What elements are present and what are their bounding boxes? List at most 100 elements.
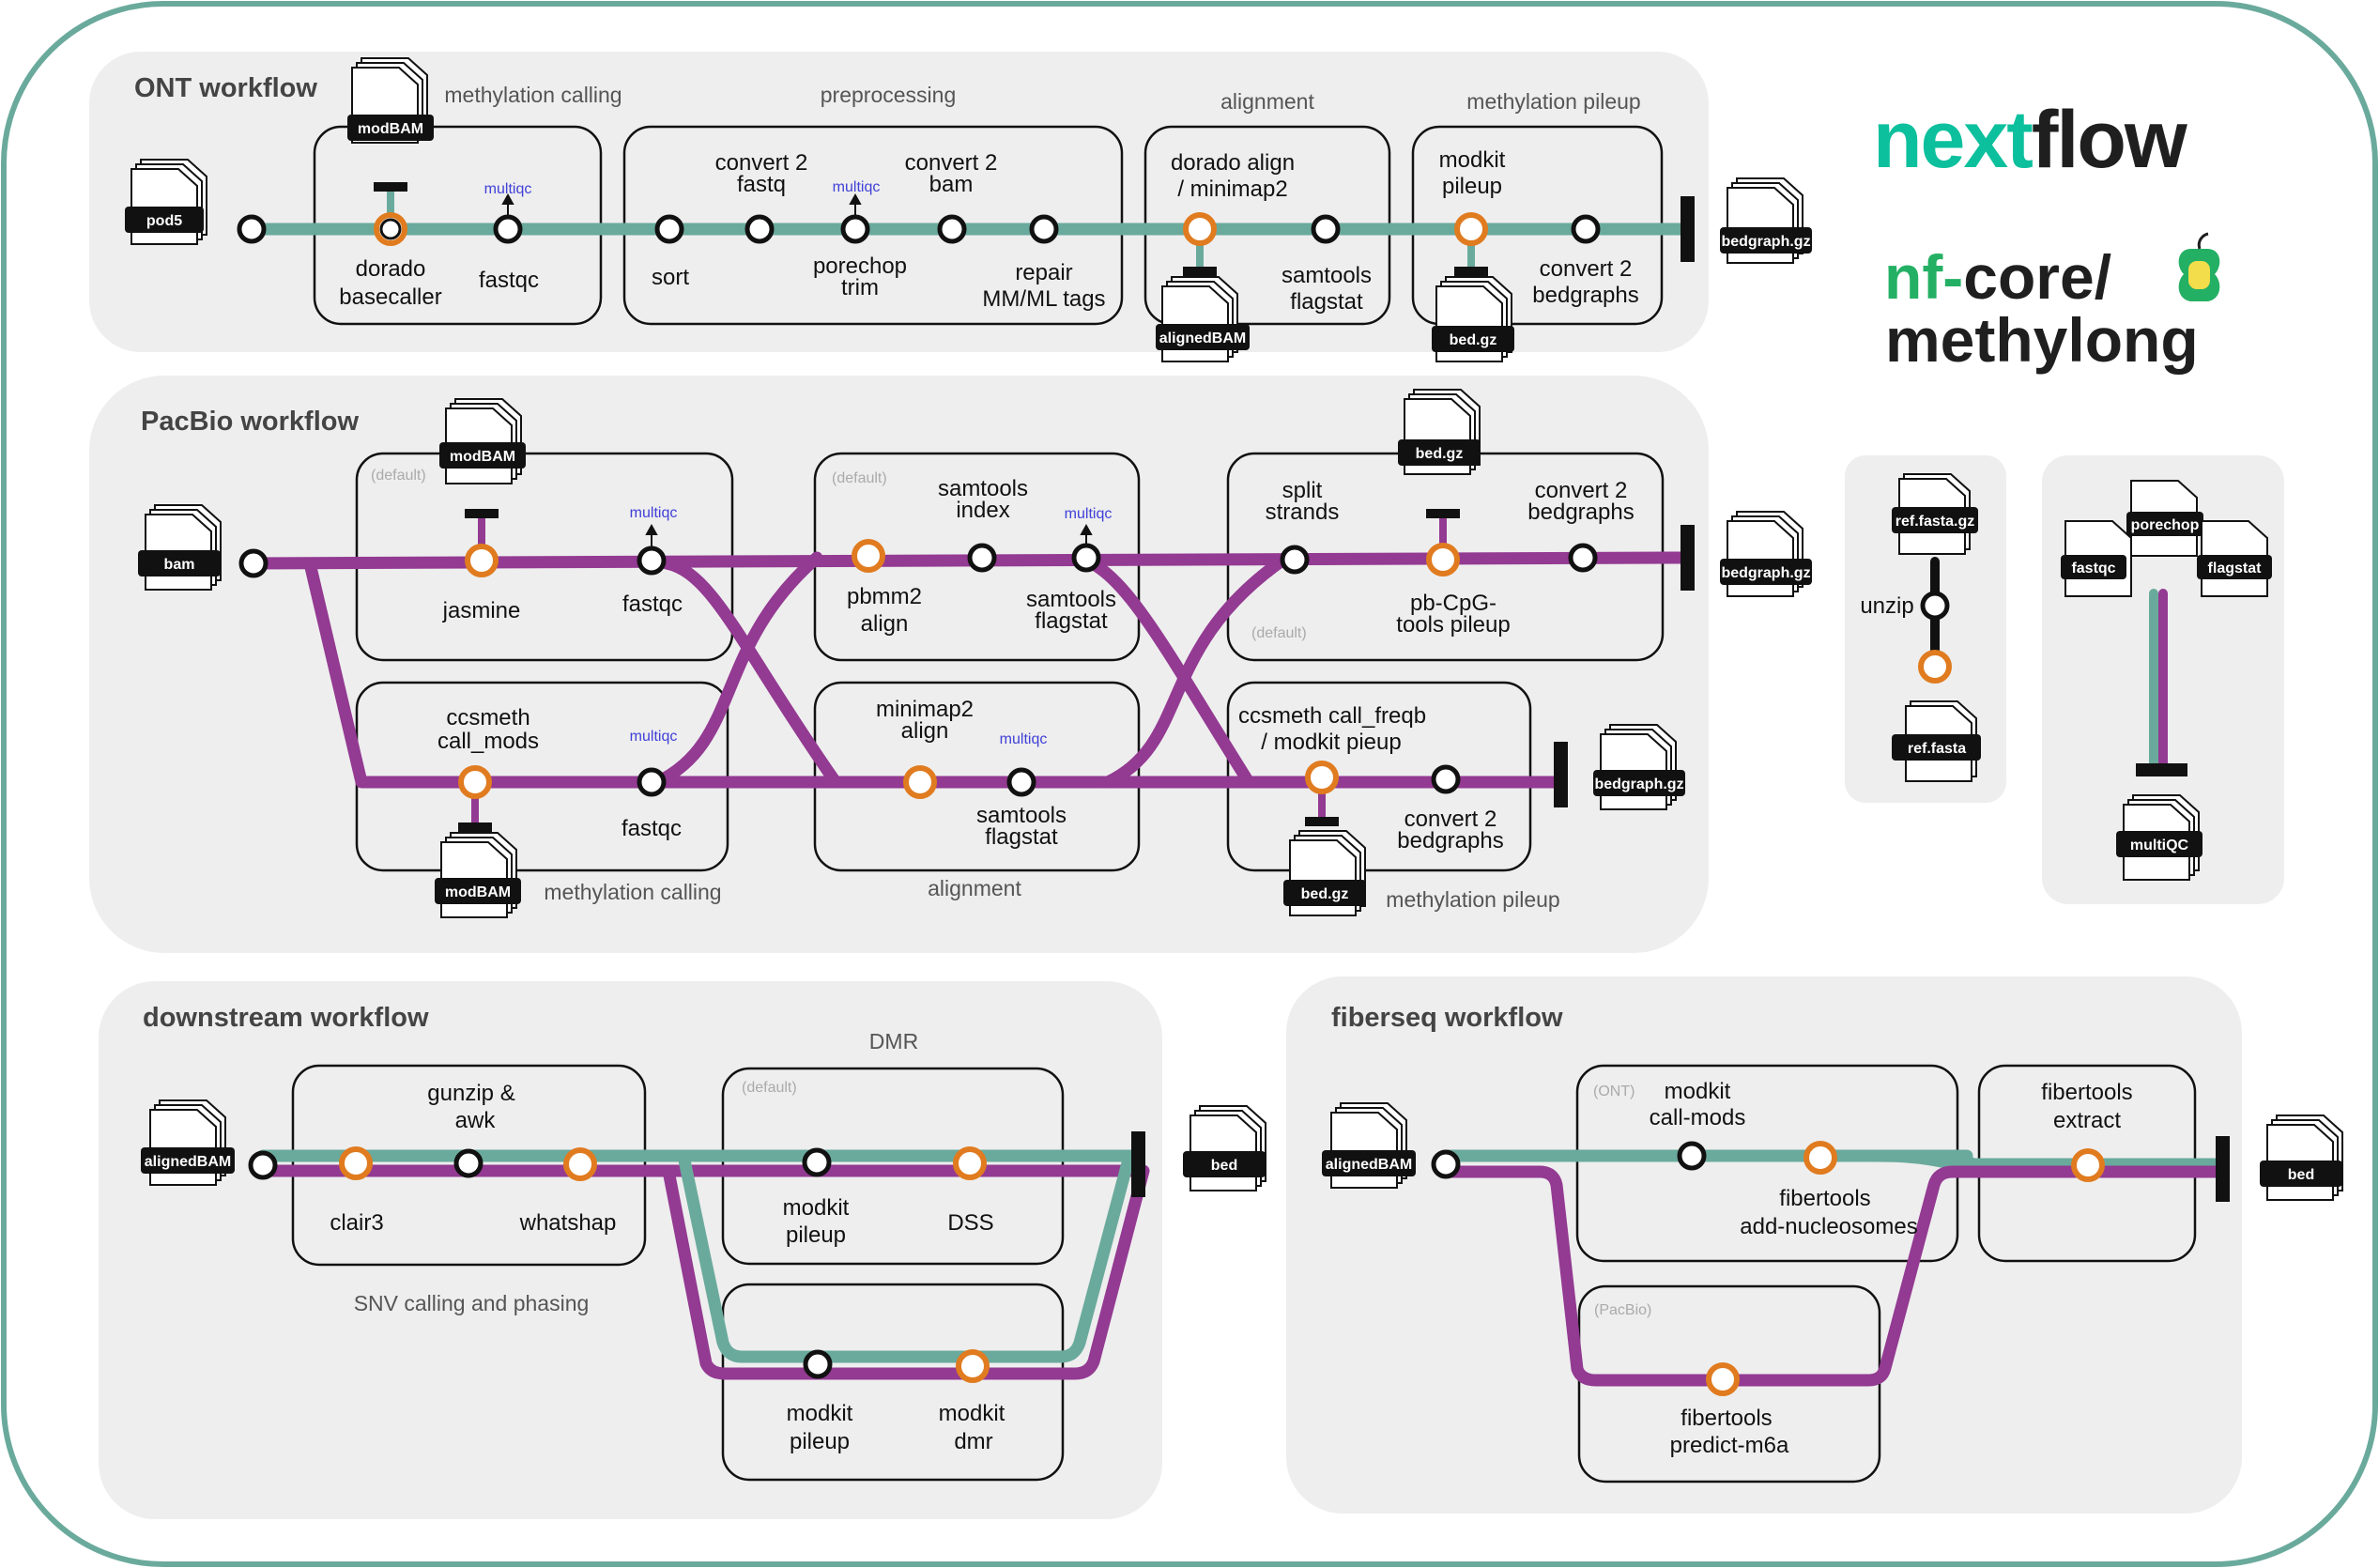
svg-text:modBAM: modBAM (450, 449, 515, 465)
nfcore-logo-nf: nf- (1884, 242, 1963, 312)
svg-text:porechop: porechop (2131, 517, 2200, 533)
station-pacbio-flagstat-top[interactable] (1071, 543, 1101, 573)
svg-text:pileup: pileup (1442, 174, 1502, 199)
svg-text:bed: bed (1211, 1158, 1237, 1174)
station-pacbio-fastqc-top[interactable] (637, 546, 667, 576)
station-modkit-pileup-bottom[interactable] (803, 1349, 833, 1379)
station-unzip[interactable] (1920, 591, 1950, 621)
station-ont-align[interactable] (1183, 212, 1217, 246)
station-pacbio-flagstat-bottom[interactable] (1006, 767, 1036, 797)
svg-text:porechop: porechop (813, 254, 907, 279)
station-clair3[interactable] (339, 1146, 373, 1180)
file-reference-output: ref.fasta (1892, 700, 1981, 782)
svg-text:samtools: samtools (1282, 263, 1372, 288)
station-dss[interactable] (953, 1146, 987, 1180)
svg-text:convert 2: convert 2 (1535, 478, 1628, 503)
svg-text:samtools: samtools (976, 803, 1067, 828)
reference-labels: unzip (1860, 593, 1913, 619)
svg-text:flagstat: flagstat (1290, 289, 1363, 315)
pacbio-section-alignment: alignment (928, 876, 1021, 900)
station-ont-flagstat[interactable] (1311, 214, 1341, 244)
file-downstream-output: bed (1183, 1105, 1266, 1191)
file-pacbio-modbam-top: modBAM (439, 398, 526, 484)
svg-text:flagstat: flagstat (1035, 608, 1108, 634)
pacbio-default-tag-2: (default) (832, 470, 887, 486)
svg-text:alignedBAM: alignedBAM (1326, 1157, 1412, 1173)
station-ont-start[interactable] (237, 214, 267, 244)
svg-text:trim: trim (841, 275, 879, 300)
station-modkit-pileup-top[interactable] (802, 1147, 832, 1177)
station-extract[interactable] (2071, 1148, 2105, 1182)
pacbio-title: PacBio workflow (141, 407, 359, 437)
svg-text:convert 2: convert 2 (1404, 807, 1497, 832)
pacbio-labels: (default) (default) (default) jasmine fa… (371, 468, 1635, 912)
svg-text:multiqc: multiqc (1065, 506, 1113, 522)
svg-text:dorado: dorado (356, 256, 426, 282)
file-pacbio-bedgraph-bottom: bedgraph.gz (1593, 724, 1685, 810)
svg-text:bedgraphs: bedgraphs (1527, 500, 1634, 525)
station-callmods[interactable] (1677, 1141, 1707, 1171)
svg-text:split: split (1282, 478, 1323, 503)
svg-text:call-mods: call-mods (1650, 1105, 1746, 1130)
svg-text:bed: bed (2288, 1167, 2314, 1183)
file-pacbio-modbam-bottom: modBAM (435, 832, 521, 918)
station-pacbio-fastqc-bottom[interactable] (637, 767, 667, 797)
station-pacbio-convert-top[interactable] (1568, 543, 1598, 573)
station-pbmm2[interactable] (852, 539, 885, 573)
file-fiberseq-input: alignedBAM (1322, 1102, 1416, 1189)
station-ont-fastqc[interactable] (493, 214, 523, 244)
nextflow-logo-flow: flow (2032, 95, 2188, 185)
nextflow-logo-next: next (1873, 95, 2033, 185)
station-nucleosomes[interactable] (1803, 1141, 1837, 1175)
downstream-default-tag: (default) (742, 1080, 797, 1096)
station-ccsmeth[interactable] (458, 765, 492, 799)
fiberseq-title: fiberseq workflow (1331, 1003, 1563, 1033)
station-ont-bedgraph[interactable] (1571, 214, 1601, 244)
svg-text:modkit: modkit (787, 1401, 853, 1426)
svg-text:bed.gz: bed.gz (1450, 332, 1497, 348)
station-ont-modkit[interactable] (1454, 212, 1488, 246)
svg-text:DSS: DSS (947, 1210, 993, 1236)
station-gunzip[interactable] (453, 1148, 483, 1178)
station-pbcpg[interactable] (1426, 543, 1460, 576)
svg-text:modBAM: modBAM (445, 884, 511, 900)
station-sort[interactable] (654, 214, 684, 244)
apple-icon (2178, 232, 2220, 301)
station-reference-out[interactable] (1918, 650, 1952, 684)
station-m6a[interactable] (1706, 1362, 1740, 1396)
svg-text:fibertools: fibertools (1681, 1406, 1772, 1431)
pacbio-default-tag-1: (default) (371, 468, 426, 484)
station-minimap2[interactable] (903, 765, 937, 799)
svg-text:fastqc: fastqc (622, 592, 683, 617)
station-repair[interactable] (1029, 214, 1059, 244)
file-ont-bedgraph: bedgraph.gz (1720, 177, 1812, 264)
svg-text:dmr: dmr (954, 1429, 992, 1454)
file-pacbio-bedgz-top: bed.gz (1398, 389, 1481, 475)
svg-text:gunzip &: gunzip & (427, 1081, 514, 1106)
station-pacbio-start[interactable] (238, 548, 269, 578)
svg-text:whatshap: whatshap (519, 1210, 617, 1236)
station-modkit-dmr[interactable] (956, 1349, 990, 1383)
station-ccsmeth-freqb[interactable] (1305, 761, 1339, 794)
station-fiberseq-start[interactable] (1431, 1149, 1461, 1179)
svg-text:extract: extract (2053, 1108, 2121, 1133)
station-porechop[interactable] (840, 214, 870, 244)
terminators (1131, 196, 2230, 1202)
svg-text:bed.gz: bed.gz (1301, 886, 1349, 902)
station-whatshap[interactable] (563, 1147, 597, 1181)
ont-section-pileup: methylation pileup (1466, 89, 1640, 114)
svg-text:bedgraph.gz: bedgraph.gz (1721, 234, 1810, 250)
svg-text:convert 2: convert 2 (715, 150, 808, 176)
station-convert-bam[interactable] (937, 214, 967, 244)
station-downstream-start[interactable] (248, 1150, 278, 1180)
downstream-panel (99, 981, 1162, 1519)
pacbio-panel (89, 376, 1709, 953)
nfcore-logo-core: core/ (1963, 242, 2111, 312)
downstream-box-dmr-bottom (721, 1283, 1065, 1482)
station-jasmine[interactable] (465, 544, 499, 577)
svg-text:bedgraph.gz: bedgraph.gz (1721, 565, 1810, 581)
station-pacbio-convert-bottom[interactable] (1431, 764, 1461, 794)
station-split-strands[interactable] (1280, 545, 1310, 575)
station-samtools-index[interactable] (967, 543, 997, 573)
station-convert-fastq[interactable] (744, 214, 775, 244)
